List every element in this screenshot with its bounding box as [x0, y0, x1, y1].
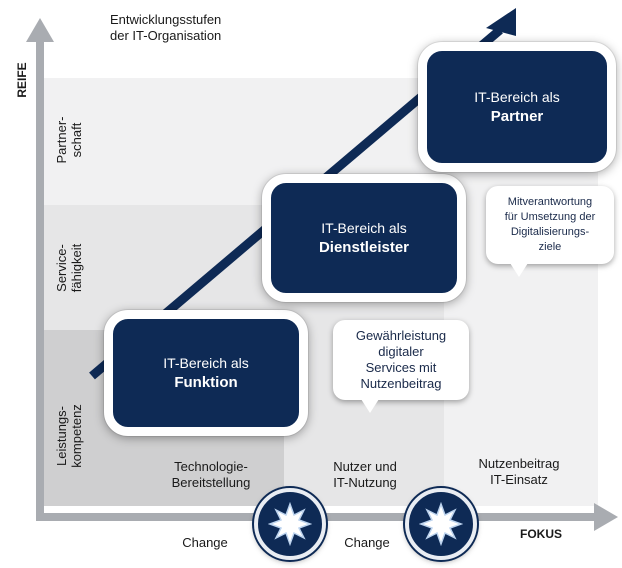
y-level-leistungskompetenz-line2: kompetenz — [69, 404, 84, 468]
y-level-servicefaehigkeit: Service- fähigkeit — [54, 228, 86, 308]
change-label-2: Change — [344, 535, 390, 550]
note-gewaehrleistung-line4: Nutzenbeitrag — [360, 376, 442, 391]
x-level-nutzer-line2: IT-Nutzung — [333, 475, 397, 490]
note-mitverantwortung-line3: Digitalisierungs- — [510, 226, 590, 238]
x-level-technologie-line1: Technologie- — [174, 459, 248, 474]
stage-funktion-line1: IT-Bereich als — [163, 355, 249, 371]
note-mitverantwortung: Mitverantwortung für Umsetzung der Digit… — [486, 186, 614, 277]
change-label-1: Change — [182, 535, 228, 550]
stage-funktion: IT-Bereich als Funktion — [104, 310, 308, 436]
x-level-nutzenbeitrag-line2: IT-Einsatz — [490, 472, 548, 487]
y-level-servicefaehigkeit-line1: Service- — [54, 244, 69, 292]
note-mitverantwortung-line4: ziele — [538, 241, 562, 253]
y-level-partnerschaft: Partner- schaft — [54, 100, 86, 180]
y-level-partnerschaft-line2: schaft — [69, 122, 84, 158]
y-level-servicefaehigkeit-line2: fähigkeit — [69, 243, 84, 293]
diagram-title: Entwicklungsstufen der IT-Organisation — [110, 12, 270, 44]
stage-dienstleister: IT-Bereich als Dienstleister — [262, 174, 466, 302]
x-level-nutzer: Nutzer und IT-Nutzung — [300, 459, 430, 491]
starburst-shape — [419, 502, 463, 546]
x-axis-label: FOKUS — [520, 527, 562, 541]
stage-partner-line2: Partner — [490, 108, 544, 125]
y-axis-label: REIFE — [15, 62, 29, 98]
x-level-nutzenbeitrag: Nutzenbeitrag IT-Einsatz — [454, 456, 584, 488]
y-axis-arrowhead — [26, 18, 54, 42]
starburst-shape — [268, 502, 312, 546]
x-level-nutzer-line1: Nutzer und — [333, 459, 397, 474]
note-gewaehrleistung-line1: Gewährleistung — [355, 328, 447, 343]
y-axis — [36, 40, 44, 518]
x-level-nutzenbeitrag-line1: Nutzenbeitrag — [478, 456, 560, 471]
growth-arrowhead — [486, 8, 516, 36]
change-starburst-icon — [254, 488, 326, 560]
y-level-partnerschaft-line1: Partner- — [54, 116, 69, 164]
x-axis-arrowhead — [594, 503, 618, 531]
stage-dienstleister-line1: IT-Bereich als — [321, 220, 407, 236]
change-starburst-icon — [405, 488, 477, 560]
note-gewaehrleistung-line3: Services mit — [365, 360, 437, 375]
diagram-title-line2: der IT-Organisation — [110, 28, 222, 43]
note-mitverantwortung-line2: für Umsetzung der — [504, 211, 596, 223]
note-mitverantwortung-line1: Mitverantwortung — [507, 196, 593, 208]
stage-funktion-line2: Funktion — [174, 374, 238, 391]
stage-partner-line1: IT-Bereich als — [474, 89, 560, 105]
y-level-leistungskompetenz: Leistungs- kompetenz — [54, 396, 86, 476]
stage-partner: IT-Bereich als Partner — [418, 42, 616, 172]
note-gewaehrleistung: Gewährleistung digitaler Services mit Nu… — [333, 320, 469, 413]
y-level-leistungskompetenz-line1: Leistungs- — [54, 406, 69, 466]
x-level-technologie: Technologie- Bereitstellung — [146, 459, 276, 491]
x-level-technologie-line2: Bereitstellung — [171, 475, 251, 490]
note-gewaehrleistung-line2: digitaler — [378, 344, 424, 359]
diagram-title-line1: Entwicklungsstufen — [110, 12, 222, 27]
stage-dienstleister-line2: Dienstleister — [318, 239, 410, 256]
